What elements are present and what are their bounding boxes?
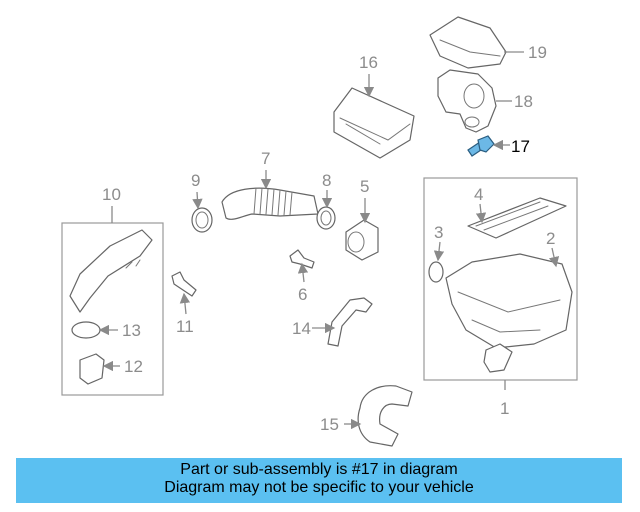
callout-1: 1 xyxy=(500,399,509,418)
callout-13: 13 xyxy=(122,321,141,340)
air-cleaner-group-box xyxy=(423,177,578,381)
callout-5: 5 xyxy=(360,177,369,196)
leader-6 xyxy=(297,262,309,283)
part-7-hose[interactable] xyxy=(221,187,319,220)
part-18-resonator[interactable] xyxy=(437,69,497,133)
callout-4: 4 xyxy=(474,185,483,204)
info-banner: Part or sub-assembly is #17 in diagram D… xyxy=(16,458,622,503)
callout-2: 2 xyxy=(546,229,555,248)
callout-19: 19 xyxy=(528,43,547,62)
callout-9: 9 xyxy=(191,171,200,190)
part-8-clamp[interactable] xyxy=(316,206,336,230)
callout-11: 11 xyxy=(176,317,194,336)
part-9-clamp[interactable] xyxy=(191,207,213,233)
part-16-duct[interactable] xyxy=(333,87,415,159)
callout-10: 10 xyxy=(102,185,121,204)
leader-4 xyxy=(475,203,487,224)
callout-17: 17 xyxy=(511,137,530,156)
part-14-tube[interactable] xyxy=(327,297,373,347)
callout-15: 15 xyxy=(320,415,339,434)
callout-7: 7 xyxy=(261,149,270,168)
part-10-pipe[interactable] xyxy=(69,229,153,313)
callout-12: 12 xyxy=(124,357,143,376)
part-3-seal[interactable] xyxy=(428,261,444,283)
callout-16: 16 xyxy=(359,53,378,72)
callout-14: 14 xyxy=(292,319,311,338)
leader-9 xyxy=(192,191,203,210)
callout-6: 6 xyxy=(298,285,307,304)
part-17-bolt[interactable] xyxy=(467,135,495,157)
leader-3 xyxy=(433,241,445,262)
part-13-ring[interactable] xyxy=(71,321,101,339)
part-15-elbow[interactable] xyxy=(357,385,413,447)
leader-11 xyxy=(179,292,191,315)
parts-diagram: 19 18 17 16 7 9 8 5 6 11 14 10 13 12 15 … xyxy=(61,16,578,447)
part-5-sensor[interactable] xyxy=(345,219,379,261)
part-19-cover[interactable] xyxy=(429,16,507,69)
callout-3: 3 xyxy=(434,223,443,242)
part-11-bolt[interactable] xyxy=(171,271,197,297)
part-12-clamp[interactable] xyxy=(79,353,105,385)
callout-18: 18 xyxy=(514,92,533,111)
callout-8: 8 xyxy=(322,171,331,190)
leader-2 xyxy=(548,247,560,268)
banner-line-2: Diagram may not be specific to your vehi… xyxy=(164,479,474,496)
part-4-filter[interactable] xyxy=(467,197,567,239)
part-2-air-cleaner[interactable] xyxy=(445,253,573,373)
banner-line-1: Part or sub-assembly is #17 in diagram xyxy=(180,461,458,478)
